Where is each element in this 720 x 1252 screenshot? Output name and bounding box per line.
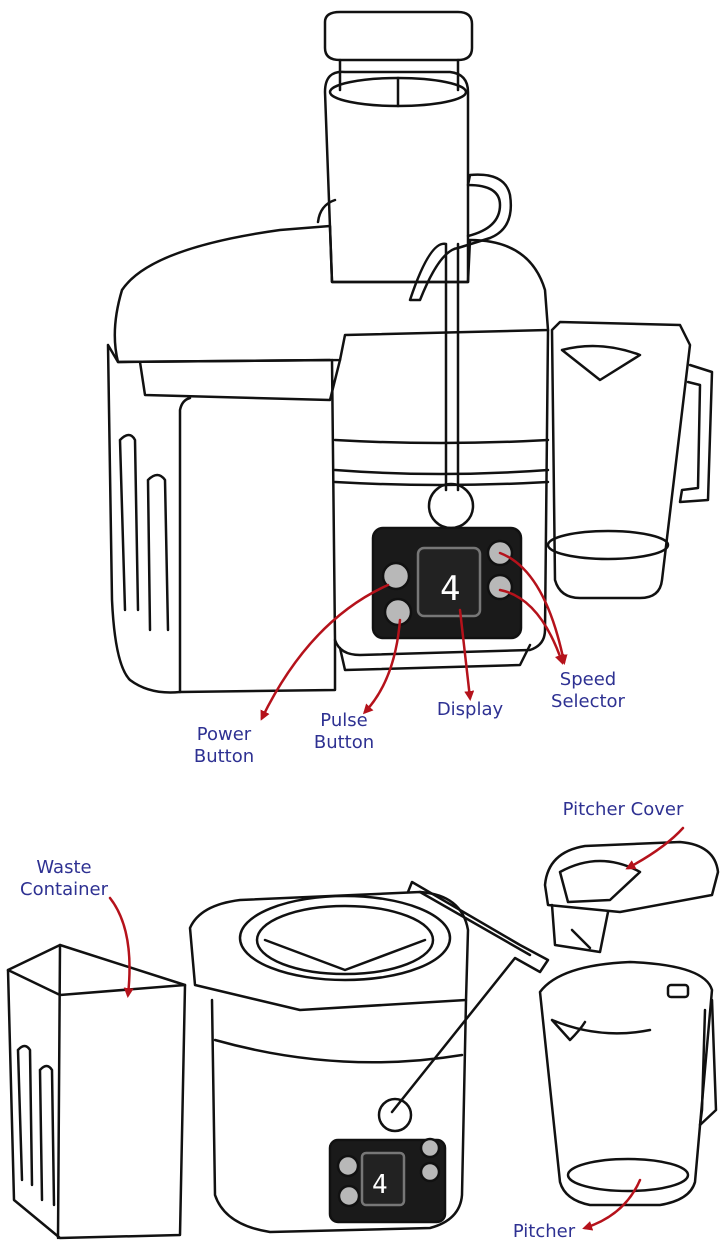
pitcher-cover-part bbox=[543, 840, 720, 954]
locking-arm-knob bbox=[427, 482, 475, 530]
svg-text:4: 4 bbox=[372, 1170, 388, 1200]
arrow-power-button bbox=[260, 583, 390, 721]
motor-base bbox=[330, 328, 550, 657]
speed-down-button bbox=[486, 573, 514, 601]
juicer-lid bbox=[113, 224, 550, 364]
feed-chute bbox=[323, 70, 470, 284]
arrow-waste-container bbox=[108, 896, 134, 998]
waste-container-assembled bbox=[106, 343, 337, 694]
base-unit-part: 4 bbox=[188, 880, 550, 1234]
label-pulse-button: Pulse Button bbox=[313, 710, 375, 753]
pitcher-part bbox=[538, 960, 718, 1207]
label-waste-container: Waste Container bbox=[20, 857, 108, 900]
label-speed-selector: Speed Selector bbox=[551, 669, 625, 712]
display-screen bbox=[416, 546, 482, 618]
arrow-pulse-button bbox=[362, 618, 402, 715]
label-pitcher: Pitcher bbox=[512, 1221, 576, 1242]
arrow-speed-up bbox=[498, 551, 568, 665]
arrow-pitcher bbox=[582, 1178, 642, 1231]
food-pusher-cap bbox=[323, 10, 474, 62]
label-pitcher-cover: Pitcher Cover bbox=[562, 799, 684, 820]
locking-arm bbox=[408, 173, 513, 492]
arrow-pitcher-cover bbox=[625, 826, 685, 870]
arrow-speed-down bbox=[498, 588, 565, 665]
assembled-juicer: 4 bbox=[106, 10, 714, 694]
label-power-button: Power Button bbox=[193, 724, 255, 767]
waste-container-part bbox=[6, 943, 187, 1240]
arrow-display bbox=[458, 608, 475, 701]
pitcher-assembled bbox=[550, 320, 692, 600]
power-button bbox=[381, 561, 411, 591]
display-digit: 4 bbox=[440, 569, 460, 609]
pulse-button bbox=[383, 597, 413, 627]
label-display: Display bbox=[436, 699, 504, 720]
